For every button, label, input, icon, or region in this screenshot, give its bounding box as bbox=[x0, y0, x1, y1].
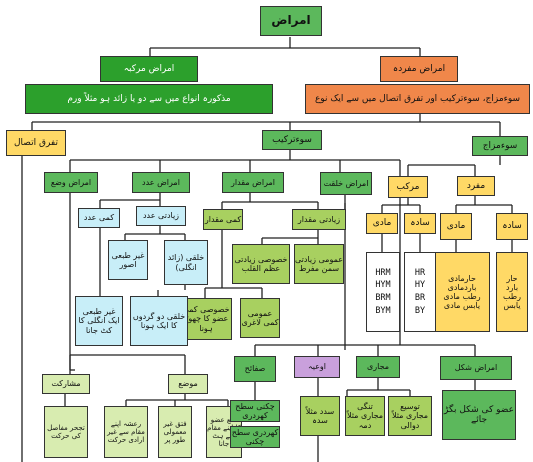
khilqi-zaid-box: خلقی (زائد انگلی) bbox=[164, 240, 208, 285]
waza-box: امراض وضع bbox=[44, 172, 98, 193]
mufrad-sada-box: سادہ bbox=[496, 213, 528, 240]
kami-miqdar-box: کمی مقدار bbox=[203, 209, 243, 230]
ghair-tabai-ungli-box: غیر طبعی ایک انگلی کا کٹ جانا bbox=[75, 296, 123, 346]
safaih-1-box: چکنی سطح کھردری bbox=[230, 400, 280, 422]
soo-tarkeeb-box: سوءترکیب bbox=[262, 130, 322, 150]
safaih-box: صفائح bbox=[234, 356, 276, 382]
kami-adad-box: کمی عدد bbox=[78, 208, 120, 228]
mufrad-maaddi-box: مادی bbox=[440, 213, 472, 240]
root-amraz: امراض bbox=[260, 6, 322, 36]
mauza-box: موضع bbox=[168, 374, 208, 394]
murakkaba-desc-box: مذکورہ انواع میں سے دو یا زائد ہو مثلاً … bbox=[25, 84, 273, 114]
soo-mizaj-box: سوءمزاج bbox=[472, 136, 528, 156]
khilqi-do-gurde-box: خلقی دو گردوں کا ایک ہونا bbox=[130, 296, 188, 346]
ziyadti-adad-box: زیادتی عدد bbox=[136, 206, 186, 226]
majari-2-box: توسیع مجاری مثلاً دوالی bbox=[388, 396, 432, 436]
khilqat-box: امراض خلقت bbox=[320, 172, 372, 195]
tajar-box: تجحر مفاصل کی حرکت bbox=[44, 406, 88, 458]
mufrad-box: مفرد bbox=[457, 176, 495, 196]
mufrada-box: امراض مفردہ bbox=[380, 56, 458, 82]
root-label: امراض bbox=[271, 13, 311, 28]
majari-1-box: تنگی مجاری مثلاً دمہ bbox=[345, 396, 385, 436]
majari-box: مجاری bbox=[356, 356, 400, 378]
mufrada-desc-box: سوءمزاج، سوءترکیب اور تفرق اتصال میں سے … bbox=[305, 84, 530, 114]
khusoosi-ziyadti-box: خصوصی زیادتی عظم القلب bbox=[232, 244, 290, 284]
tafarruq-box: تفرق اتصال bbox=[6, 130, 66, 156]
murakkab-sada-box: سادہ bbox=[404, 213, 436, 234]
rasha-box: رعشہ اپنے مقام سے غیر ارادی حرکت bbox=[104, 406, 148, 458]
umoomi-kami-box: عمومی کمی لاغری bbox=[240, 298, 280, 338]
mufrad-sada-items: حار بارد رطب یابس bbox=[496, 252, 528, 332]
murakkab-box: مرکب bbox=[388, 176, 428, 198]
murakkab-maaddi-items: HRM HYM BRM BYM bbox=[366, 252, 400, 332]
murakkab-maaddi-box: مادی bbox=[366, 213, 398, 234]
musharikat-box: مشارکت bbox=[42, 374, 90, 394]
ziyadti-miqdar-box: زیادتی مقدار bbox=[292, 209, 346, 230]
murakkaba-box: امراض مرکبہ bbox=[100, 56, 198, 82]
majari-3-box: سدد مثلاً سدہ bbox=[300, 396, 340, 436]
fatq-box: فتق غیر معمولی طور پر bbox=[158, 406, 192, 458]
ashkal-1-box: عضو کی شکل بگڑ جائے bbox=[442, 390, 516, 440]
ghair-tabai-asoor-box: غیر طبعی اصور bbox=[108, 240, 148, 280]
mufrad-maaddi-items: حارمادی باردمادی رطب مادی یابس مادی bbox=[434, 252, 490, 332]
ashkal-box: امراض شکل bbox=[440, 356, 512, 380]
auiya-box: اوعیہ bbox=[294, 356, 340, 378]
murakkab-sada-items: HR HY BR BY bbox=[404, 252, 436, 332]
umoomi-ziyadti-box: عمومی زیادتی سمن مفرط bbox=[294, 244, 344, 284]
safaih-2-box: کھردری سطح چکنی bbox=[230, 426, 280, 448]
miqdar-box: امراض مقدار bbox=[222, 172, 284, 193]
adad-box: امراض عدد bbox=[132, 172, 190, 193]
khusoosi-kami-box: خصوصی کمی عضو کا چھوٹا ہونا bbox=[180, 298, 232, 340]
